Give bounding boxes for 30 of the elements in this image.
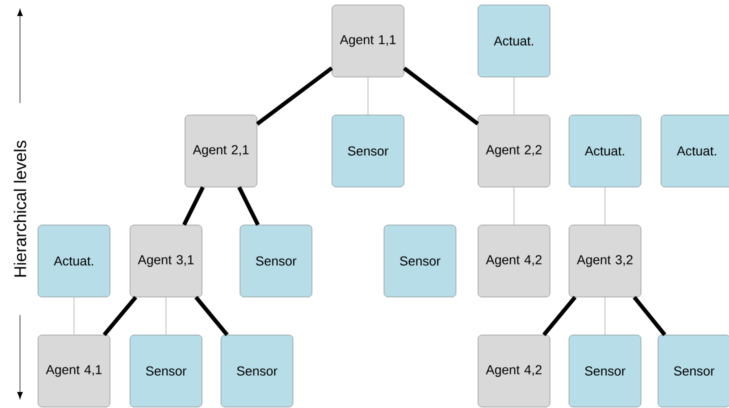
thick-connector (182, 186, 205, 226)
thick-connector (194, 296, 229, 336)
agent-box: Agent 3,1 (130, 224, 202, 298)
device-box: Sensor (658, 334, 729, 408)
agent-box: Agent 2,2 (478, 114, 550, 188)
thick-connector (237, 186, 260, 226)
device-box: Sensor (332, 114, 404, 188)
agent-box: Agent 4,2 (478, 334, 550, 408)
device-box: Sensor (568, 334, 642, 408)
connector-line (604, 186, 606, 226)
device-box: Sensor (384, 224, 456, 298)
device-box: Sensor (220, 334, 294, 408)
agent-box: Agent 3,2 (568, 224, 642, 298)
agent-box: Agent 1,1 (332, 4, 404, 78)
connector-line (604, 296, 606, 336)
agent-box: Agent 4,2 (478, 224, 550, 298)
thick-connector (256, 66, 333, 126)
thick-connector (542, 296, 577, 336)
thick-connector (403, 66, 479, 126)
agent-box: Agent 2,1 (184, 114, 258, 188)
axis-label: Hierarchical levels (14, 140, 26, 277)
device-box: Actuat. (38, 224, 110, 298)
thick-connector (632, 296, 666, 336)
agent-box: Agent 4,1 (38, 334, 110, 408)
thick-connector (102, 296, 138, 336)
device-box: Actuat. (568, 114, 642, 188)
device-box: Actuat. (660, 114, 729, 188)
device-box: Actuat. (478, 4, 550, 78)
device-box: Sensor (130, 334, 202, 408)
device-box: Sensor (240, 224, 312, 298)
